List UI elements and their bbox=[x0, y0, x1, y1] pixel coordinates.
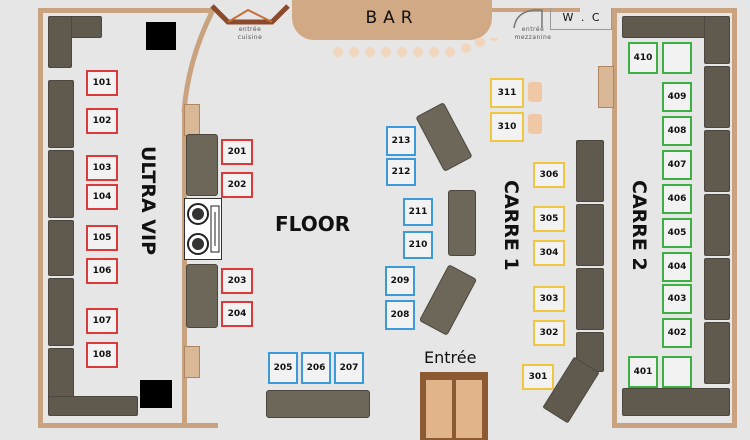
table-304[interactable]: 304 bbox=[533, 240, 565, 266]
table-108[interactable]: 108 bbox=[86, 342, 118, 368]
table-207[interactable]: 207 bbox=[334, 352, 364, 384]
entree-mezzanine-label: entrée mezzanine bbox=[514, 26, 552, 41]
table-401[interactable]: 401 bbox=[628, 356, 658, 388]
vip-sofa-left-2 bbox=[48, 150, 74, 218]
vip-door-bottom bbox=[184, 346, 200, 378]
table-101[interactable]: 101 bbox=[86, 70, 118, 96]
carre-door bbox=[598, 66, 614, 108]
floor-sofa-bottom bbox=[266, 390, 370, 418]
wall-carre2-left bbox=[612, 8, 617, 428]
bar-counter bbox=[292, 0, 492, 40]
table-401b[interactable] bbox=[662, 356, 692, 388]
table-210[interactable]: 210 bbox=[403, 231, 433, 259]
table-406[interactable]: 406 bbox=[662, 184, 692, 214]
vip-sofa-left-3 bbox=[48, 220, 74, 276]
floor-label: FLOOR bbox=[275, 212, 351, 236]
entree-cuisine-label: entrée cuisine bbox=[237, 26, 263, 41]
table-403[interactable]: 403 bbox=[662, 284, 692, 314]
table-301[interactable]: 301 bbox=[522, 364, 554, 390]
wall-bottom-right bbox=[612, 423, 737, 428]
floor-sofa-left-top bbox=[186, 134, 218, 196]
vip-sofa-bottom bbox=[48, 396, 138, 416]
vip-speaker-bottom bbox=[140, 380, 172, 408]
wall-vip-right bbox=[182, 110, 187, 428]
carre2-sofa-right-3 bbox=[704, 130, 730, 192]
wall-top-right bbox=[612, 8, 737, 13]
wc-label: W . C bbox=[562, 11, 602, 24]
chair-310 bbox=[528, 114, 542, 134]
table-204[interactable]: 204 bbox=[221, 301, 253, 327]
carre2-sofa-right-5 bbox=[704, 258, 730, 320]
table-105[interactable]: 105 bbox=[86, 225, 118, 251]
carre1-sofa-2 bbox=[576, 204, 604, 266]
table-310[interactable]: 310 bbox=[490, 112, 524, 142]
entree-label: Entrée bbox=[424, 348, 477, 367]
dj-turntables-icon bbox=[187, 203, 220, 255]
bar-label: BAR bbox=[365, 8, 419, 28]
wall-left bbox=[38, 8, 43, 428]
table-409[interactable]: 409 bbox=[662, 82, 692, 112]
table-203[interactable]: 203 bbox=[221, 268, 253, 294]
wc-room bbox=[550, 8, 612, 30]
table-107[interactable]: 107 bbox=[86, 308, 118, 334]
table-305[interactable]: 305 bbox=[533, 206, 565, 232]
table-407[interactable]: 407 bbox=[662, 150, 692, 180]
vip-sofa-left-4 bbox=[48, 278, 74, 346]
table-402[interactable]: 402 bbox=[662, 318, 692, 348]
wall-right bbox=[732, 8, 737, 428]
bar-stools bbox=[333, 38, 499, 57]
table-405[interactable]: 405 bbox=[662, 218, 692, 248]
table-302[interactable]: 302 bbox=[533, 320, 565, 346]
carre1-label: CARRE 1 bbox=[500, 180, 522, 271]
table-306[interactable]: 306 bbox=[533, 162, 565, 188]
table-212[interactable]: 212 bbox=[386, 158, 416, 186]
table-103[interactable]: 103 bbox=[86, 155, 118, 181]
carre1-sofa-3 bbox=[576, 268, 604, 330]
table-410b[interactable] bbox=[662, 42, 692, 74]
chair-311 bbox=[528, 82, 542, 102]
entrance-door-left-leaf bbox=[426, 380, 452, 438]
carre2-sofa-right-1 bbox=[704, 16, 730, 64]
carre2-label: CARRE 2 bbox=[628, 180, 650, 271]
table-408[interactable]: 408 bbox=[662, 116, 692, 146]
table-311[interactable]: 311 bbox=[490, 78, 524, 108]
vip-sofa-top-corner bbox=[48, 16, 72, 68]
table-202[interactable]: 202 bbox=[221, 172, 253, 198]
table-104[interactable]: 104 bbox=[86, 184, 118, 210]
table-213[interactable]: 213 bbox=[386, 126, 416, 156]
wall-top-left bbox=[38, 8, 214, 13]
table-201[interactable]: 201 bbox=[221, 139, 253, 165]
mezzanine-stairs-icon bbox=[513, 9, 543, 29]
carre2-sofa-right-4 bbox=[704, 194, 730, 256]
table-404[interactable]: 404 bbox=[662, 252, 692, 282]
table-208[interactable]: 208 bbox=[385, 300, 415, 330]
carre2-sofa-bottom bbox=[622, 388, 730, 416]
carre2-sofa-right-6 bbox=[704, 322, 730, 384]
table-211[interactable]: 211 bbox=[403, 198, 433, 226]
vip-sofa-left-1 bbox=[48, 80, 74, 148]
vip-speaker-top bbox=[146, 22, 176, 50]
kitchen-door-icon bbox=[210, 4, 290, 25]
wall-bottom-left bbox=[38, 423, 218, 428]
ultra-vip-label: ULTRA VIP bbox=[137, 146, 159, 255]
table-209[interactable]: 209 bbox=[385, 266, 415, 296]
carre1-sofa-1 bbox=[576, 140, 604, 202]
floor-sofa-left-bottom bbox=[186, 264, 218, 328]
table-106[interactable]: 106 bbox=[86, 258, 118, 284]
vip-door-top bbox=[184, 104, 200, 136]
table-303[interactable]: 303 bbox=[533, 286, 565, 312]
table-410[interactable]: 410 bbox=[628, 42, 658, 74]
table-206[interactable]: 206 bbox=[301, 352, 331, 384]
carre2-sofa-right-2 bbox=[704, 66, 730, 128]
table-102[interactable]: 102 bbox=[86, 108, 118, 134]
table-205[interactable]: 205 bbox=[268, 352, 298, 384]
entrance-door-right-leaf bbox=[456, 380, 482, 438]
floor-sofa-right-mid bbox=[448, 190, 476, 256]
